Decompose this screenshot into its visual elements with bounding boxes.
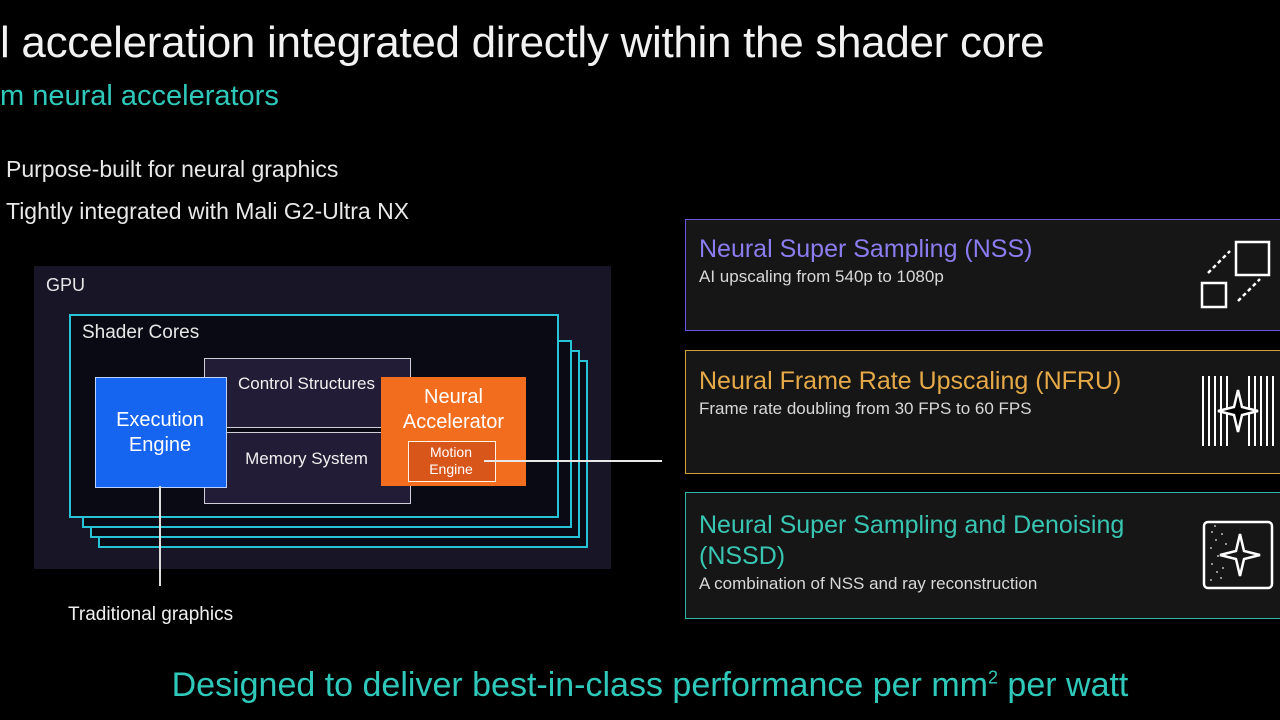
nss-card-desc: AI upscaling from 540p to 1080p — [699, 267, 944, 286]
footer-tagline: Designed to deliver best-in-class perfor… — [171, 666, 1129, 704]
connector-line — [484, 460, 662, 462]
nssd-card-title: Neural Super Sampling and Denoising (NSS… — [699, 511, 1125, 570]
execution-engine-label: Execution Engine — [116, 409, 204, 456]
gpu-label: GPU — [46, 275, 86, 295]
shader-cores-label: Shader Cores — [82, 322, 200, 343]
frame-rate-icon — [1202, 376, 1274, 446]
nfru-card — [685, 350, 1280, 474]
nssd-card — [685, 492, 1280, 619]
control-structures-label: Control Structures — [238, 374, 375, 393]
motion-engine-block — [408, 441, 496, 482]
upscale-icon — [1200, 240, 1271, 309]
nfru-card-desc: Frame rate doubling from 30 FPS to 60 FP… — [699, 399, 1032, 418]
slide-subtitle: m neural accelerators — [0, 80, 279, 112]
memory-system-label: Memory System — [245, 449, 368, 468]
neural-accelerator-label: Neural Accelerator — [402, 386, 505, 433]
nss-card — [685, 219, 1280, 331]
denoise-icon — [1202, 520, 1274, 590]
traditional-graphics-line — [159, 486, 161, 586]
bullet-item: Purpose-built for neural graphics — [6, 156, 339, 182]
motion-engine-label: Motion Engine — [429, 444, 473, 477]
execution-engine-block — [95, 377, 227, 488]
bullet-item: Tightly integrated with Mali G2-Ultra NX — [6, 198, 410, 224]
nssd-card-desc: A combination of NSS and ray reconstruct… — [699, 574, 1038, 593]
nss-card-title: Neural Super Sampling (NSS) — [699, 235, 1033, 263]
traditional-graphics-label: Traditional graphics — [68, 604, 234, 625]
slide-title: l acceleration integrated directly withi… — [0, 18, 1045, 67]
nfru-card-title: Neural Frame Rate Upscaling (NFRU) — [699, 367, 1122, 395]
